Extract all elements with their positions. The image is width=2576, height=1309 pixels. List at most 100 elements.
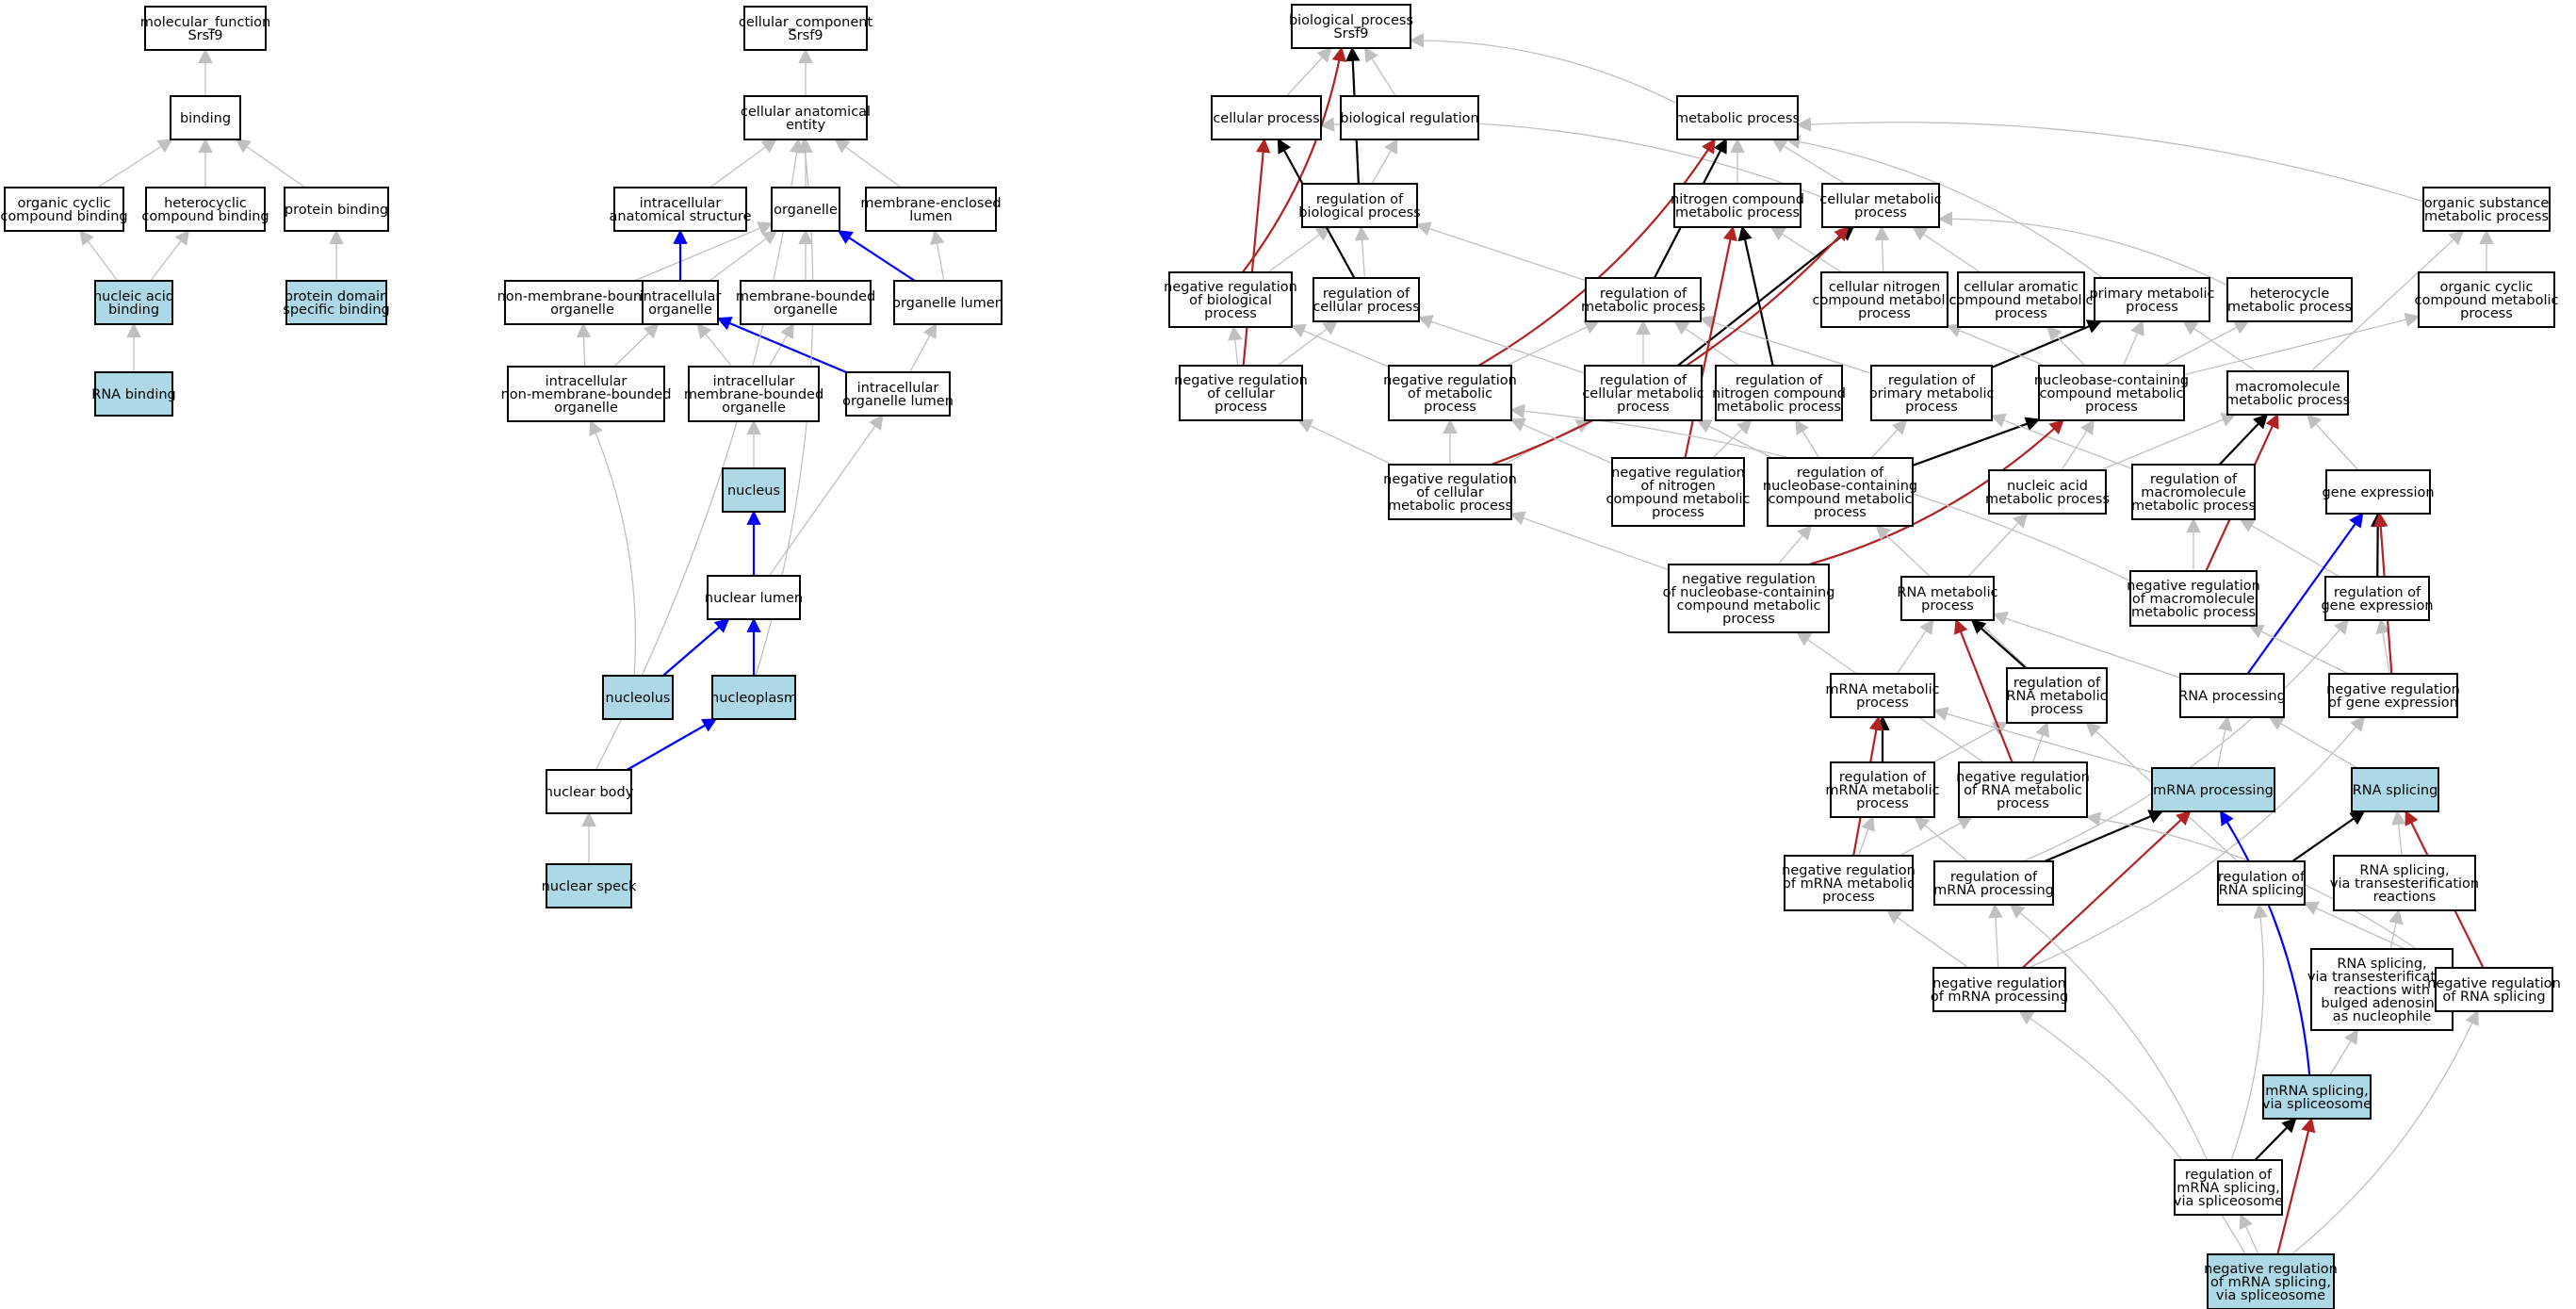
- term-box[interactable]: [4, 187, 124, 232]
- term-node-rnab[interactable]: RNA binding: [91, 371, 176, 417]
- term-node-nb[interactable]: nuclear body: [545, 769, 634, 814]
- term-box[interactable]: [1830, 761, 1935, 818]
- term-box[interactable]: [740, 280, 872, 325]
- term-box[interactable]: [1900, 576, 1995, 621]
- term-box[interactable]: [284, 187, 389, 232]
- term-box[interactable]: [1820, 271, 1948, 328]
- term-box[interactable]: [2324, 576, 2430, 621]
- term-box[interactable]: [1584, 365, 1703, 421]
- term-box[interactable]: [865, 187, 997, 232]
- term-box[interactable]: [1668, 564, 1830, 633]
- term-box[interactable]: [2310, 948, 2454, 1031]
- term-box[interactable]: [1676, 95, 1799, 140]
- term-node-rnap[interactable]: RNA processing: [2178, 673, 2286, 718]
- term-box[interactable]: [2217, 860, 2306, 906]
- term-box[interactable]: [546, 863, 632, 908]
- term-node-cp[interactable]: cellular process: [1211, 95, 1322, 140]
- term-node-rnastrba[interactable]: RNA splicing,via transesterificationreac…: [2307, 948, 2456, 1031]
- term-node-inmbo[interactable]: intracellularnon-membrane-boundedorganel…: [501, 366, 672, 422]
- term-box[interactable]: [2422, 187, 2551, 232]
- term-box[interactable]: [1830, 673, 1935, 718]
- term-box[interactable]: [2226, 370, 2349, 416]
- term-box[interactable]: [1784, 855, 1914, 911]
- term-box[interactable]: [688, 366, 820, 422]
- term-box[interactable]: [743, 6, 868, 51]
- term-node-ge[interactable]: gene expression: [2322, 469, 2435, 515]
- term-box[interactable]: [1340, 95, 1479, 140]
- term-box[interactable]: [613, 187, 747, 232]
- term-node-nucleolus[interactable]: nucleolus: [602, 675, 674, 720]
- term-node-pb[interactable]: protein binding: [284, 187, 389, 232]
- term-box[interactable]: [2179, 673, 2285, 718]
- term-box[interactable]: [2129, 570, 2258, 627]
- term-box[interactable]: [2094, 277, 2210, 322]
- term-box[interactable]: [1933, 860, 2054, 906]
- term-box[interactable]: [1767, 457, 1914, 527]
- term-box[interactable]: [1958, 761, 2088, 818]
- term-box[interactable]: [2131, 464, 2256, 520]
- term-box[interactable]: [1211, 95, 1322, 140]
- term-box[interactable]: [893, 280, 1003, 325]
- term-box[interactable]: [285, 280, 387, 325]
- term-box[interactable]: [1611, 457, 1745, 527]
- term-box[interactable]: [2174, 1159, 2283, 1216]
- term-node-ol[interactable]: organelle lumen: [892, 280, 1003, 325]
- term-box[interactable]: [170, 95, 241, 140]
- term-box[interactable]: [711, 675, 796, 720]
- term-node-rnastr[interactable]: RNA splicing,via transesterificationreac…: [2330, 855, 2479, 911]
- term-box[interactable]: [743, 95, 868, 140]
- term-box[interactable]: [2435, 967, 2553, 1012]
- term-node-org[interactable]: organelle: [771, 187, 840, 232]
- term-box[interactable]: [2325, 469, 2431, 515]
- term-box[interactable]: [707, 575, 801, 620]
- term-box[interactable]: [94, 280, 173, 325]
- term-box[interactable]: [2151, 767, 2275, 812]
- term-box[interactable]: [145, 187, 266, 232]
- term-box[interactable]: [1291, 4, 1411, 49]
- term-node-nl[interactable]: nuclear lumen: [705, 575, 803, 620]
- term-node-nucleus[interactable]: nucleus: [722, 467, 786, 513]
- term-box[interactable]: [2006, 667, 2108, 724]
- term-box[interactable]: [507, 366, 665, 422]
- term-box[interactable]: [1988, 469, 2107, 515]
